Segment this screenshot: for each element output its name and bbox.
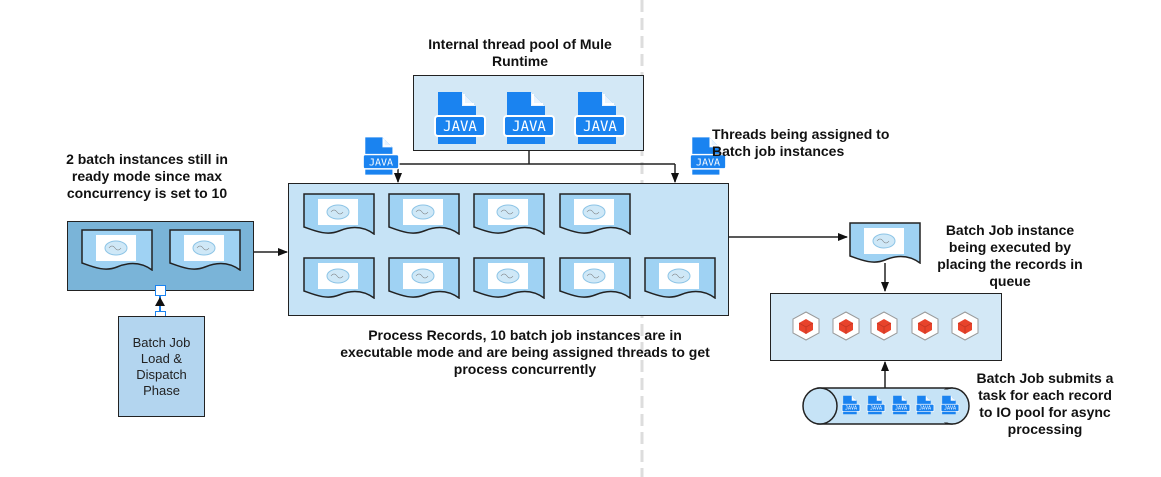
ready-instances-box	[67, 221, 254, 291]
java-icon: JAVA	[865, 395, 887, 420]
java-icon: JAVA	[572, 90, 628, 151]
java-icon: JAVA	[840, 395, 862, 420]
batch-instance-doc[interactable]	[303, 257, 375, 300]
svg-text:JAVA: JAVA	[512, 119, 546, 135]
batch-instance-doc[interactable]	[81, 229, 153, 272]
io-pool-label: Batch Job submits a task for each record…	[976, 370, 1114, 437]
batch-instance-doc[interactable]	[559, 193, 631, 236]
record-queue-box	[770, 293, 1002, 361]
threads-assigned-label: Threads being assigned to Batch job inst…	[712, 126, 890, 159]
java-icon: JAVA	[432, 90, 488, 151]
cube-icon	[870, 311, 898, 341]
batch-instance-doc[interactable]	[559, 257, 631, 300]
svg-text:JAVA: JAVA	[696, 157, 720, 168]
svg-text:JAVA: JAVA	[443, 119, 477, 135]
svg-text:JAVA: JAVA	[919, 406, 931, 412]
cube-icon	[792, 311, 820, 341]
executing-instance-label: Batch Job instance being executed by pla…	[937, 222, 1083, 289]
java-icon: JAVA	[501, 90, 557, 151]
java-icon: JAVA	[890, 395, 912, 420]
process-records-box	[288, 183, 729, 316]
ready-mode-label: 2 batch instances still in ready mode si…	[66, 151, 228, 201]
thread-pool-title: Internal thread pool of Mule Runtime	[428, 36, 612, 69]
batch-instance-doc[interactable]	[644, 257, 716, 300]
java-icon: JAVA	[688, 136, 728, 181]
svg-text:JAVA: JAVA	[895, 406, 907, 412]
cube-icon	[832, 311, 860, 341]
svg-text:JAVA: JAVA	[369, 157, 393, 168]
load-connector-arrowhead	[155, 297, 165, 306]
connector-handle[interactable]	[155, 285, 166, 296]
svg-text:JAVA: JAVA	[944, 406, 956, 412]
executing-instance-doc[interactable]	[849, 222, 921, 265]
batch-instance-doc[interactable]	[473, 257, 545, 300]
batch-instance-doc[interactable]	[169, 229, 241, 272]
java-icon: JAVA	[914, 395, 936, 420]
thread-pool-box: JAVA JAVA JAVA	[413, 75, 644, 151]
cube-icon	[911, 311, 939, 341]
java-icon: JAVA	[361, 136, 401, 181]
batch-instance-doc[interactable]	[388, 257, 460, 300]
batch-instance-doc[interactable]	[303, 193, 375, 236]
batch-instance-doc[interactable]	[388, 193, 460, 236]
cube-icon	[951, 311, 979, 341]
batch-instance-doc[interactable]	[473, 193, 545, 236]
load-dispatch-label: Batch Job Load & Dispatch Phase	[132, 334, 191, 398]
svg-text:JAVA: JAVA	[583, 119, 617, 135]
svg-text:JAVA: JAVA	[845, 406, 857, 412]
java-icon: JAVA	[939, 395, 961, 420]
load-dispatch-box: Batch Job Load & Dispatch Phase	[118, 316, 205, 417]
process-records-label: Process Records, 10 batch job instances …	[340, 327, 710, 377]
svg-text:JAVA: JAVA	[870, 406, 882, 412]
